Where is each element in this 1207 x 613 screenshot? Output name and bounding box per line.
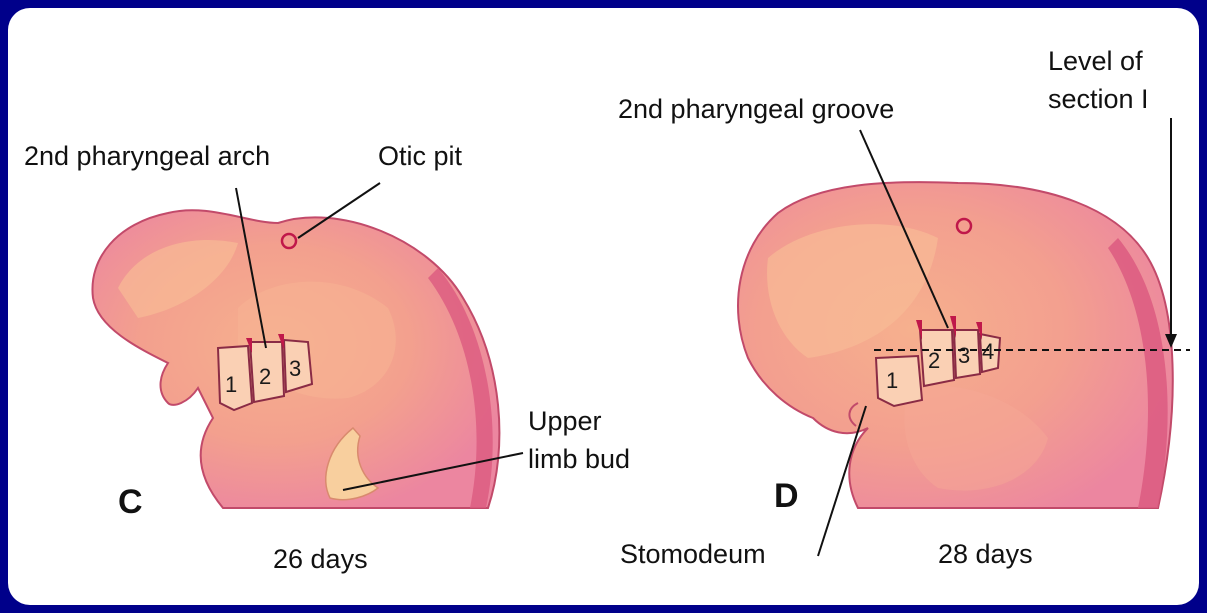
panel-letter-d: D — [774, 477, 799, 515]
caption-28-days: 28 days — [938, 539, 1033, 569]
panel-letter-c: C — [118, 483, 143, 521]
label-2nd-pharyngeal-arch: 2nd pharyngeal arch — [24, 141, 270, 171]
arch-number-d-3: 3 — [958, 343, 970, 368]
arch-number-c-3: 3 — [289, 356, 301, 381]
arch-number-d-4: 4 — [982, 339, 994, 364]
arch-number-d-2: 2 — [928, 348, 940, 373]
label-stomodeum: Stomodeum — [620, 539, 766, 569]
embryo-c: 1 2 3 — [92, 210, 499, 508]
arch-number-c-1: 1 — [225, 372, 237, 397]
label-limb-bud: limb bud — [528, 444, 630, 474]
arch-number-d-1: 1 — [886, 368, 898, 393]
label-upper: Upper — [528, 406, 602, 436]
label-otic-pit: Otic pit — [378, 141, 463, 171]
figure-frame: 1 2 3 2nd pharyngeal arch Otic pit Upper… — [8, 8, 1199, 605]
embryo-d: 1 2 3 4 — [738, 182, 1173, 508]
label-2nd-pharyngeal-groove: 2nd pharyngeal groove — [618, 94, 894, 124]
caption-26-days: 26 days — [273, 544, 368, 574]
arch-number-c-2: 2 — [259, 364, 271, 389]
label-level-of: Level of — [1048, 46, 1143, 76]
label-section-i: section I — [1048, 84, 1149, 114]
embryo-diagram: 1 2 3 2nd pharyngeal arch Otic pit Upper… — [8, 8, 1199, 605]
